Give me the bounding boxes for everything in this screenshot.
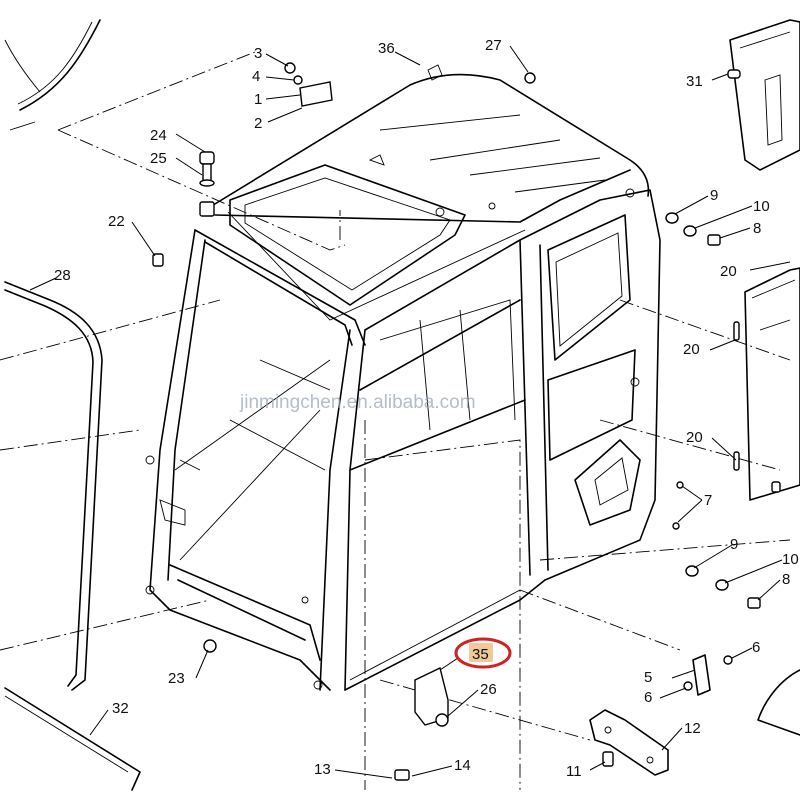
rear-glass-31 <box>727 19 800 171</box>
label-24: 24 <box>150 127 167 144</box>
bracket-12 <box>589 709 669 776</box>
label-2: 2 <box>254 115 262 132</box>
label-23: 23 <box>168 670 185 687</box>
watermark-text: jinmingchen.en.alibaba.com <box>239 392 476 413</box>
label-14: 14 <box>454 757 471 774</box>
front-glass-28 <box>4 281 103 691</box>
label-22: 22 <box>108 213 125 230</box>
part-labels: 3 4 1 2 36 27 31 24 25 22 9 10 8 20 20 2… <box>54 37 799 780</box>
label-20c: 20 <box>686 429 703 446</box>
label-9a: 9 <box>710 187 718 204</box>
label-27: 27 <box>485 37 502 54</box>
label-1: 1 <box>254 91 262 108</box>
label-35: 35 <box>472 646 489 663</box>
label-20a: 20 <box>720 263 737 280</box>
bracket-5 <box>692 654 711 696</box>
label-13: 13 <box>314 761 331 778</box>
label-26: 26 <box>480 681 497 698</box>
label-36: 36 <box>378 40 395 57</box>
highlight-ring <box>454 637 512 669</box>
label-10a: 10 <box>753 198 770 215</box>
label-12: 12 <box>684 720 701 737</box>
label-25: 25 <box>150 150 167 167</box>
right-lower-glass <box>757 669 800 736</box>
label-8a: 8 <box>753 220 761 237</box>
lower-glass-32 <box>4 687 141 791</box>
label-9b: 9 <box>730 536 738 553</box>
label-5: 5 <box>644 669 652 686</box>
leader-lines <box>29 45 791 779</box>
hardware <box>152 62 761 781</box>
label-11: 11 <box>566 763 582 780</box>
label-8b: 8 <box>782 571 790 588</box>
label-7: 7 <box>704 492 712 509</box>
label-6b: 6 <box>644 689 652 706</box>
highlight-fill <box>469 643 493 662</box>
label-10b: 10 <box>782 551 799 568</box>
label-31: 31 <box>686 73 703 90</box>
label-28: 28 <box>54 267 71 284</box>
door-glass-20 <box>733 267 800 501</box>
label-3: 3 <box>254 45 262 62</box>
highlight-callout-35: 35 <box>454 637 512 669</box>
label-20b: 20 <box>683 341 700 358</box>
cab-frame <box>145 64 661 691</box>
label-6a: 6 <box>752 639 760 656</box>
label-32: 32 <box>112 700 129 717</box>
corner-glass-top-left <box>4 19 101 131</box>
label-4: 4 <box>252 68 260 85</box>
dash-dot-guides <box>0 51 791 790</box>
